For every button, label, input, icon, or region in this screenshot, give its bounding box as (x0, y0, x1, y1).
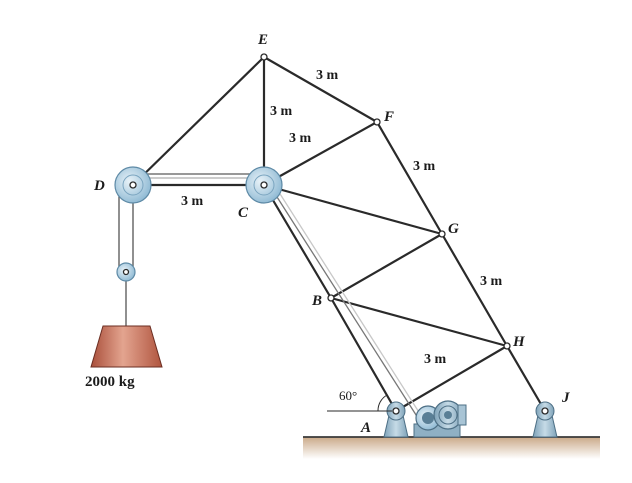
member-BH (329, 296, 509, 348)
member-CG (262, 183, 444, 236)
member-BG (329, 232, 444, 300)
member-FG (375, 120, 444, 236)
dim-CF: 3 m (289, 131, 312, 146)
support-J (532, 401, 558, 438)
label-B: B (311, 293, 322, 309)
boom-DC (131, 173, 266, 187)
label-E: E (257, 32, 268, 48)
pin-B (327, 294, 335, 302)
dim-GH: 3 m (480, 274, 503, 289)
ground (303, 437, 600, 459)
dim-FG: 3 m (413, 159, 436, 174)
pin-F (373, 118, 381, 126)
pin-E (260, 53, 268, 61)
member-CB (262, 183, 333, 300)
label-J: J (561, 390, 570, 406)
member-BA (329, 296, 398, 413)
member-HJ (505, 344, 547, 413)
pin-H (503, 342, 511, 350)
pin-G (438, 230, 446, 238)
angle-marker (327, 394, 392, 412)
mass-block (90, 325, 163, 368)
dim-EF: 3 m (316, 68, 339, 83)
member-HA (394, 344, 509, 413)
winch (413, 400, 467, 438)
label-A: A (360, 420, 371, 436)
dim-BH: 3 m (424, 352, 447, 367)
pulley-C (245, 166, 283, 204)
member-GH (440, 232, 509, 348)
joint-pins (260, 53, 511, 350)
label-G: G (448, 221, 459, 237)
pulley-D (114, 166, 152, 204)
hoist-cable (118, 186, 134, 326)
truss-members (131, 55, 547, 413)
winch-cable (269, 185, 423, 419)
label-F: F (383, 109, 394, 125)
dim-DC: 3 m (181, 194, 204, 209)
member-EF (262, 55, 379, 124)
label-D: D (93, 178, 105, 194)
hanging-pulley (116, 262, 136, 282)
label-C: C (238, 205, 249, 221)
label-H: H (512, 334, 526, 350)
angle-label: 60° (339, 388, 357, 403)
mass-label: 2000 kg (85, 374, 135, 390)
dim-EC: 3 m (270, 104, 293, 119)
member-ED (131, 55, 266, 187)
support-A (383, 401, 409, 438)
member-CF (262, 120, 379, 187)
